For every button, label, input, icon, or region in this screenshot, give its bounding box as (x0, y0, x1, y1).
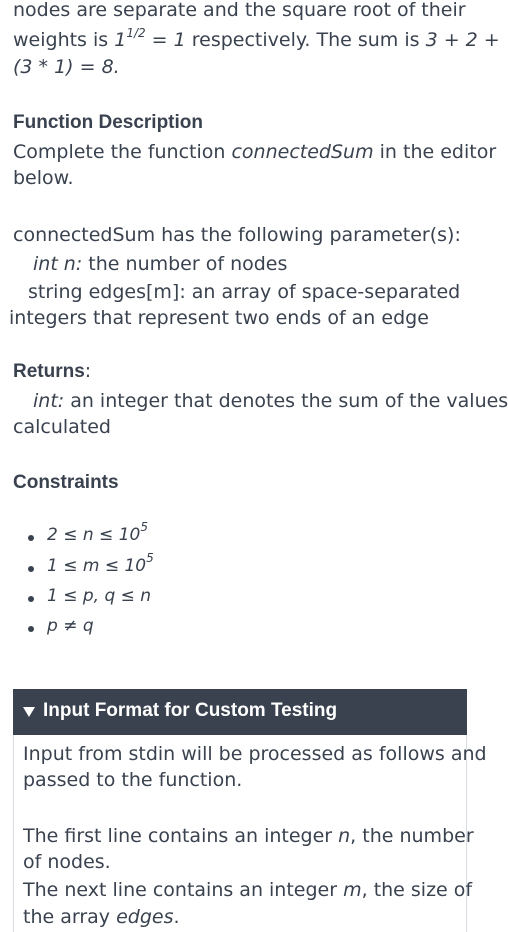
bullet-icon (28, 535, 34, 541)
math-root-base: 11/2 = 1 (114, 26, 186, 51)
constraint-pq-range: 1 ≤ p, q ≤ n (47, 586, 152, 606)
input-format-p1-line-1: Input from stdin will be processed as fo… (23, 743, 487, 765)
input-format-accordion-header[interactable]: Input Format for Custom Testing (13, 689, 467, 735)
function-description-line-1: Complete the function connectedSum in th… (13, 141, 497, 163)
function-description-line-2: below. (13, 167, 74, 189)
bullet-icon (28, 626, 34, 632)
parameters-intro: connectedSum has the following parameter… (13, 224, 461, 246)
bullet-icon (28, 596, 34, 602)
input-format-title: Input Format for Custom Testing (43, 700, 338, 721)
bullet-icon (28, 566, 34, 572)
returns-line-2: calculated (13, 416, 111, 438)
constraint-n: 2 ≤ n ≤ 105 (47, 520, 148, 545)
input-format-p2-line-2: of nodes. (23, 851, 111, 873)
parameter-edges: string edges[m]: an array of space-separ… (28, 281, 461, 303)
math-sum: 3 + 2 + (425, 29, 500, 51)
input-format-panel (13, 735, 467, 932)
constraints-heading: Constraints (13, 472, 119, 493)
explanation-line-1: nodes are separate and the square root o… (13, 0, 466, 21)
input-format-p3-line-2: the array edges. (23, 906, 180, 928)
parameter-edges-continued: integers that represent two ends of an e… (9, 307, 429, 329)
returns-heading: Returns: (13, 360, 92, 382)
explanation-line-3: (3 * 1) = 8. (13, 56, 120, 78)
input-format-p1-line-2: passed to the function. (23, 769, 243, 791)
parameter-n: int n: the number of nodes (33, 253, 288, 275)
constraint-p-not-q: p ≠ q (47, 616, 94, 636)
function-description-heading: Function Description (13, 112, 203, 133)
constraint-m: 1 ≤ m ≤ 105 (47, 551, 154, 576)
returns-line-1: int: an integer that denotes the sum of … (33, 390, 508, 412)
triangle-down-icon (23, 707, 35, 717)
explanation-line-2: weights is 11/2 = 1 respectively. The su… (13, 26, 500, 51)
input-format-p3-line-1: The next line contains an integer m, the… (23, 879, 473, 901)
input-format-p2-line-1: The first line contains an integer n, th… (23, 825, 474, 847)
function-name: connectedSum (231, 141, 374, 163)
